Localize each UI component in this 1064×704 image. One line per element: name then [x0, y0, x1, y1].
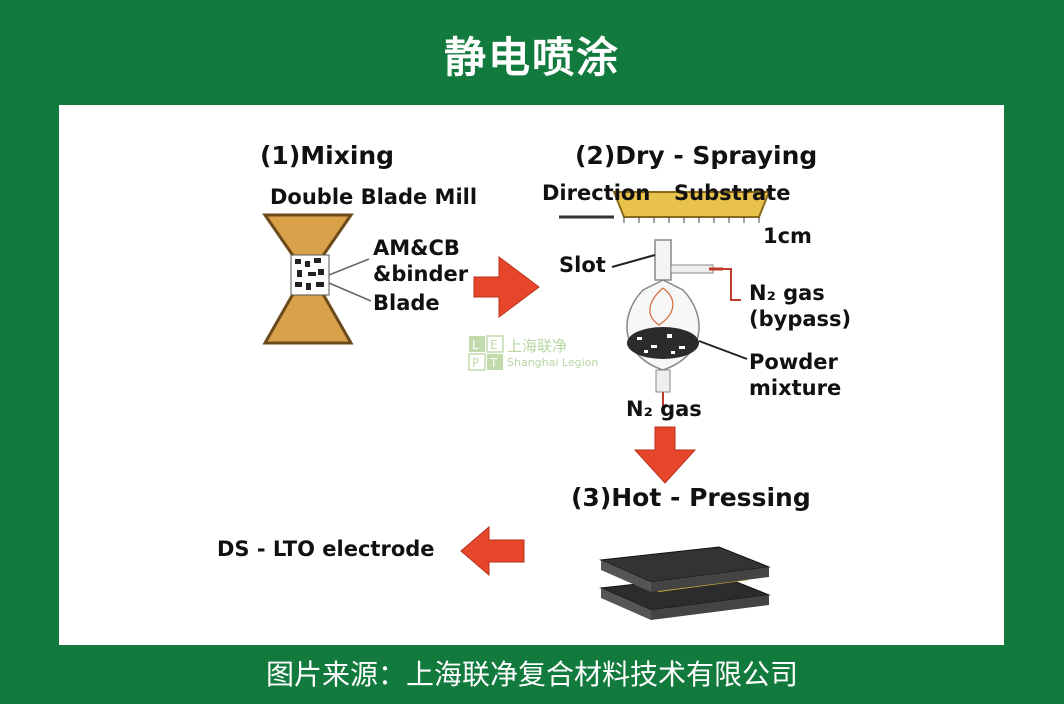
logo-letter-p: P: [472, 356, 479, 370]
blade-label: Blade: [373, 291, 440, 315]
page-title: 静电喷涂: [443, 33, 620, 82]
slot-label: Slot: [559, 253, 606, 277]
double-blade-mill-icon: [262, 213, 372, 345]
powder-mixture-label: Powder mixture: [749, 350, 842, 400]
inlet-gas-label: N₂ gas: [626, 397, 702, 421]
direction-label: Direction: [542, 181, 651, 205]
hot-pressing-plates-icon: [599, 546, 771, 620]
logo-letter-l: L: [472, 338, 479, 352]
step3-heading: (3)Hot - Pressing: [571, 483, 811, 512]
watermark-name-en: Shanghai Legion: [507, 356, 599, 369]
step1-heading: (1)Mixing: [260, 141, 395, 170]
result-label: DS - LTO electrode: [217, 537, 435, 561]
diagram-panel: L E P T (1)Mixing Double Blade Mill AM&C…: [59, 105, 1004, 645]
mill-content-label: AM&CB &binder: [373, 236, 469, 286]
source-credit: 图片来源：上海联净复合材料技术有限公司: [265, 658, 798, 691]
substrate-label: Substrate: [674, 181, 791, 205]
mill-label: Double Blade Mill: [270, 185, 478, 209]
logo-letter-e: E: [490, 338, 498, 352]
watermark-name-cn: 上海联净: [507, 337, 568, 355]
scale-label: 1cm: [763, 224, 812, 248]
arrow-pressing-to-electrode: [460, 525, 525, 577]
watermark-logo-icon: L E P T: [468, 335, 504, 371]
logo-letter-t: T: [489, 356, 498, 370]
bypass-gas-label: N₂ gas (bypass): [749, 281, 852, 331]
arrow-mixing-to-spraying: [473, 256, 540, 318]
diagram-graphics: L E P T: [262, 191, 771, 620]
step2-heading: (2)Dry - Spraying: [575, 141, 818, 170]
arrow-spraying-to-pressing: [633, 426, 697, 484]
dry-spraying-apparatus-icon: [559, 191, 771, 409]
